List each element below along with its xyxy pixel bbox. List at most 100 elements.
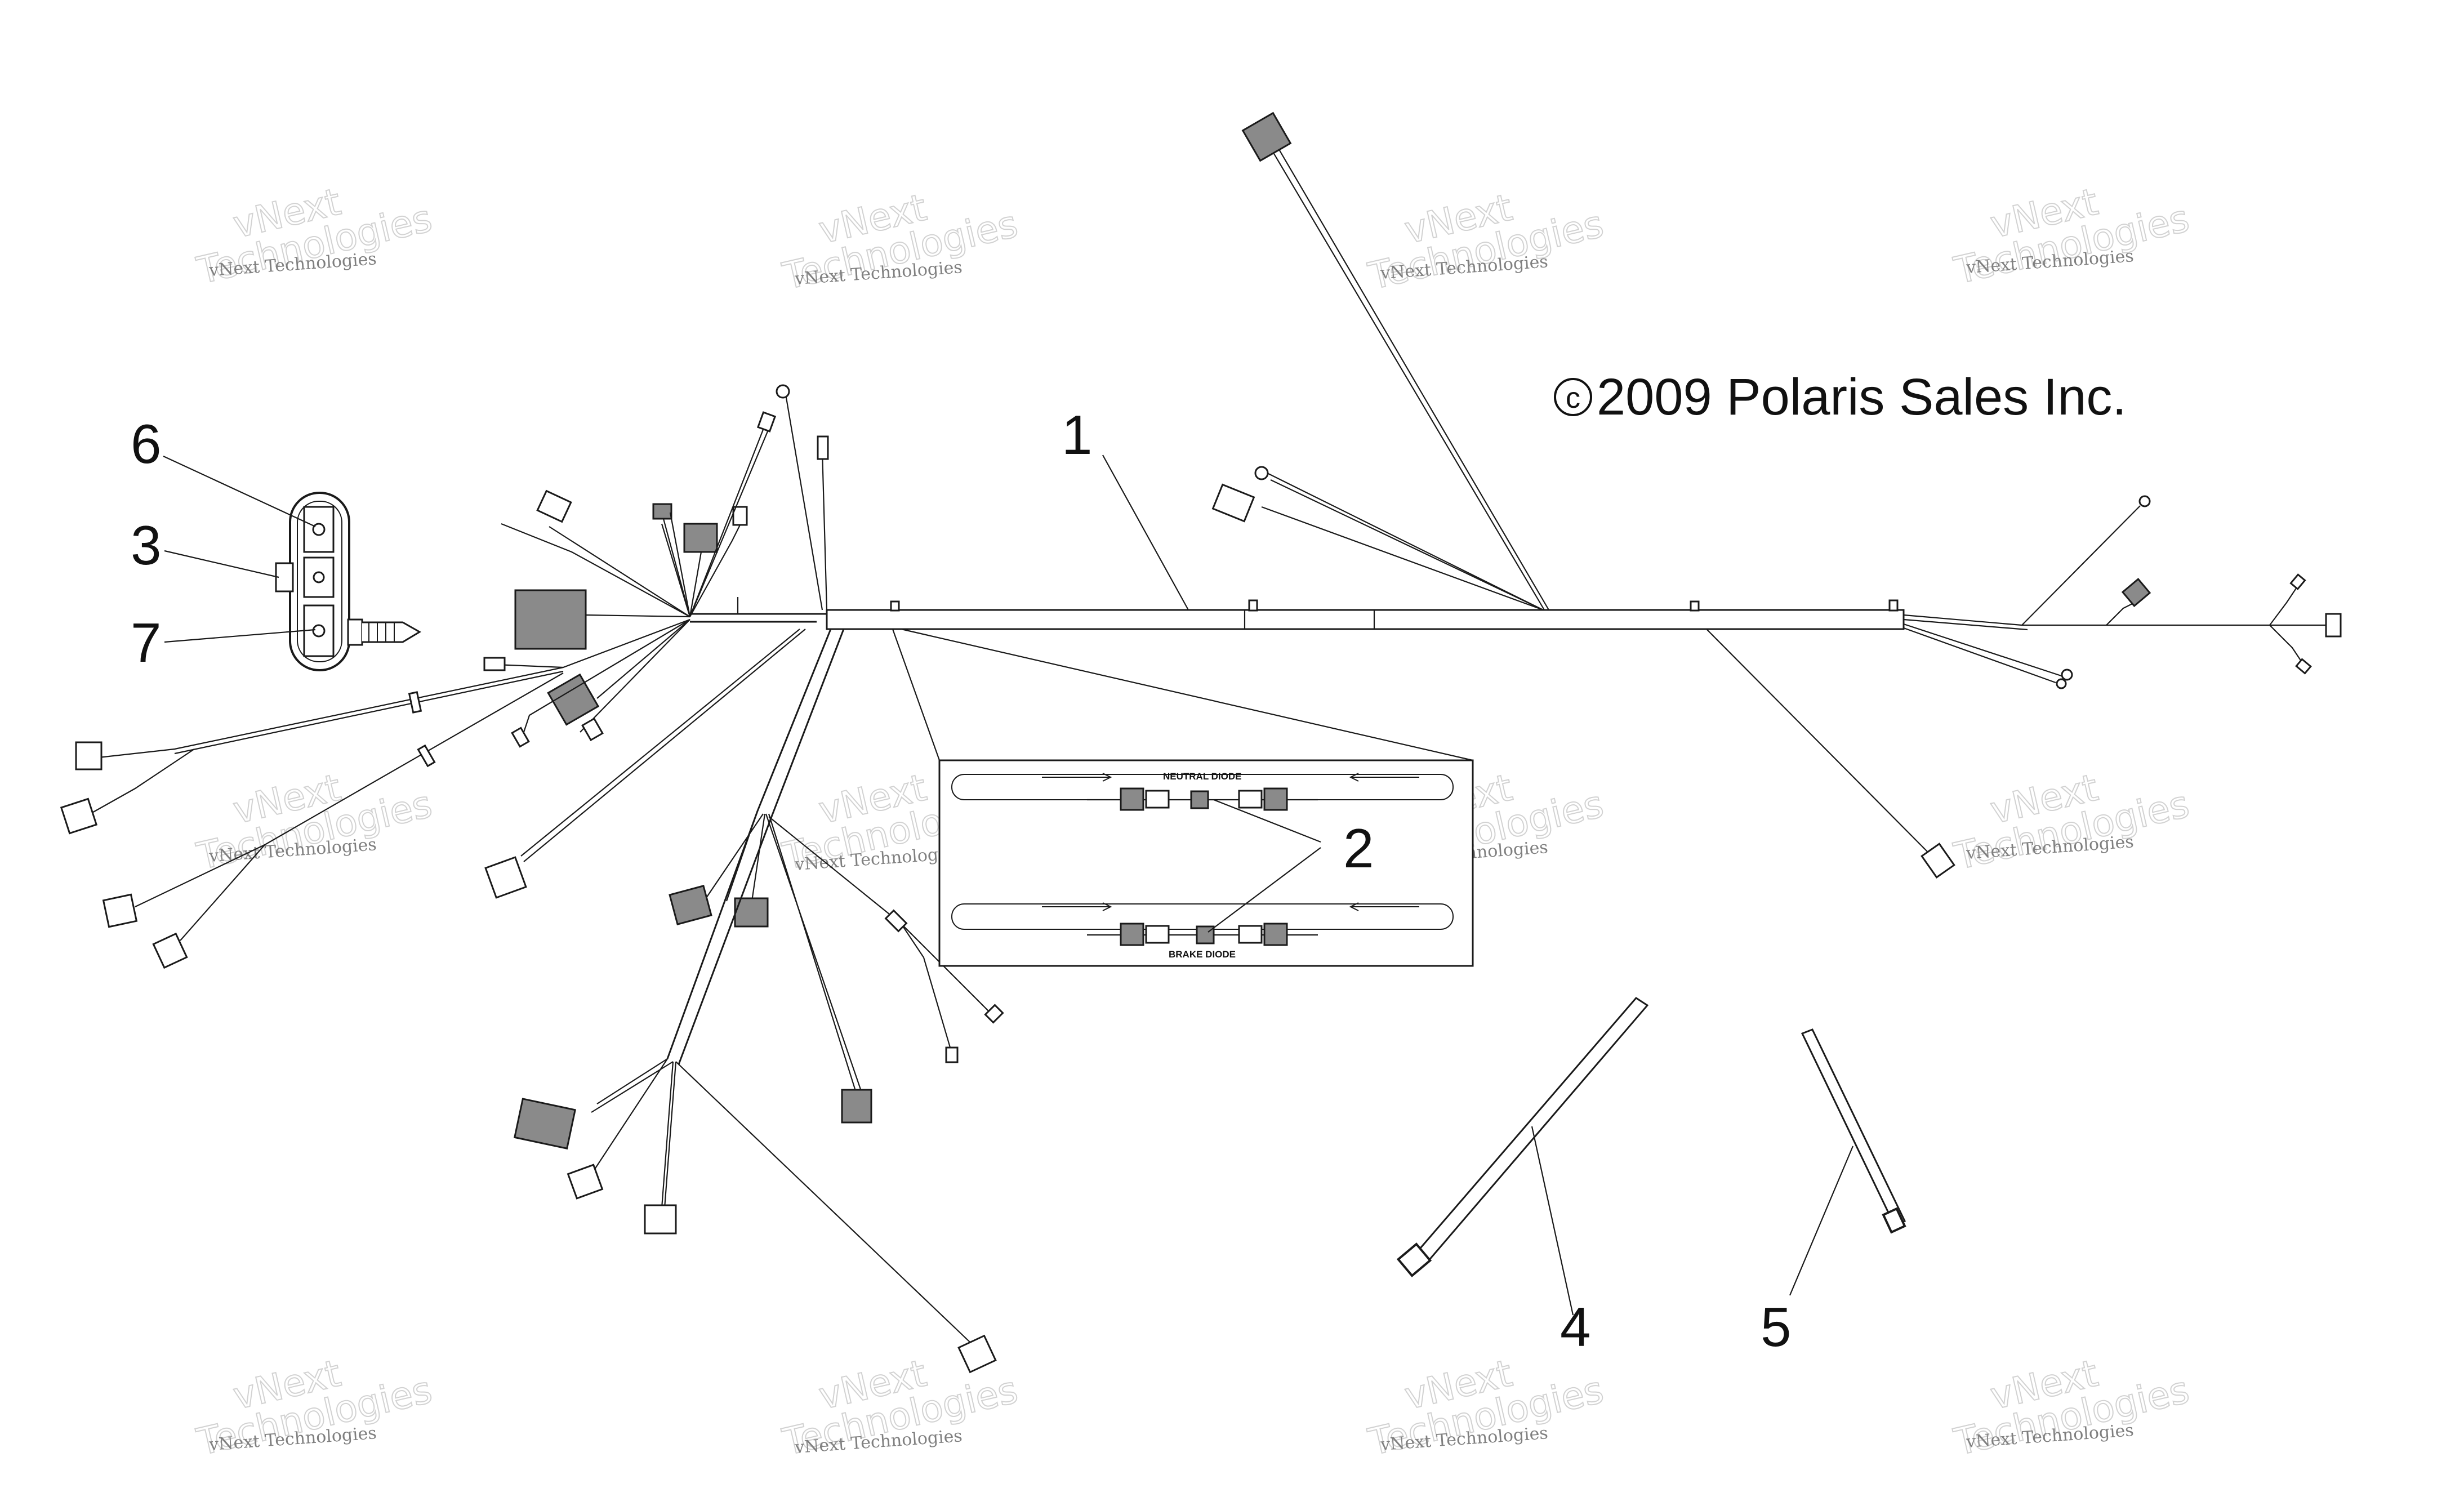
connector bbox=[152, 932, 188, 969]
left-wire bbox=[174, 670, 564, 755]
callout-5-leader bbox=[1789, 1146, 1854, 1296]
lower-wire bbox=[768, 813, 857, 1093]
callout-7: 7 bbox=[131, 612, 162, 674]
terminal bbox=[817, 435, 829, 460]
brake-diode-label: BRAKE DIODE bbox=[1169, 949, 1236, 960]
connector bbox=[644, 1204, 677, 1235]
left-wire bbox=[689, 424, 772, 617]
copyright-text: 2009 Polaris Sales Inc. bbox=[1597, 368, 2127, 426]
terminal bbox=[2295, 658, 2312, 675]
left-wire bbox=[689, 523, 741, 617]
cable-tie-strap bbox=[1801, 1028, 1906, 1227]
lower-wire bbox=[591, 1058, 668, 1175]
callout-7-leader bbox=[164, 629, 316, 643]
left-wire bbox=[520, 629, 800, 857]
switch-middle bbox=[303, 556, 335, 598]
connector bbox=[567, 1164, 604, 1200]
left-wire bbox=[549, 526, 690, 617]
diode-connector bbox=[1263, 787, 1288, 811]
arrow-left-icon bbox=[1349, 902, 1419, 911]
terminal bbox=[511, 727, 530, 748]
switch-indicator bbox=[312, 624, 326, 638]
terminal bbox=[945, 1046, 959, 1063]
left-wire bbox=[135, 844, 265, 907]
ring-terminal bbox=[2138, 495, 2151, 507]
connector bbox=[841, 1089, 872, 1124]
callout-2: 2 bbox=[1343, 817, 1374, 879]
upper-wire bbox=[1268, 144, 1545, 611]
terminal bbox=[483, 657, 506, 671]
upper-wire bbox=[1267, 473, 1544, 611]
switch-assembly bbox=[163, 456, 421, 671]
diode bbox=[1190, 790, 1209, 809]
diode-connector bbox=[1263, 923, 1288, 946]
arrow-right-icon bbox=[1042, 773, 1112, 782]
connector bbox=[683, 523, 718, 553]
upper-wire bbox=[1261, 506, 1544, 611]
switch-indicator bbox=[313, 571, 325, 583]
terminal bbox=[984, 1004, 1004, 1024]
connector bbox=[669, 885, 712, 925]
left-wire bbox=[501, 523, 690, 617]
right-branches bbox=[1706, 495, 2342, 879]
diode-connector bbox=[1238, 925, 1263, 944]
right-wire bbox=[2269, 625, 2304, 665]
cable-tie bbox=[884, 909, 908, 933]
lower-trunk bbox=[770, 629, 845, 817]
lower-wire bbox=[596, 1058, 668, 1104]
lower-trunk bbox=[666, 810, 759, 1059]
clip bbox=[1888, 599, 1899, 612]
left-wire bbox=[596, 619, 690, 699]
watermark: Technologies vNext bbox=[1950, 180, 2194, 293]
diode-connector bbox=[1120, 923, 1144, 946]
lower-wire bbox=[923, 957, 953, 1054]
callout-6: 6 bbox=[131, 413, 162, 475]
callout-1: 1 bbox=[1062, 404, 1093, 466]
left-wire bbox=[689, 422, 767, 617]
left-wire bbox=[90, 748, 195, 814]
right-wire bbox=[2021, 505, 2141, 626]
lower-branches bbox=[513, 628, 1004, 1374]
main-harness bbox=[60, 112, 2342, 1374]
connector bbox=[2121, 578, 2151, 607]
upper-wire bbox=[1270, 479, 1544, 611]
terminal bbox=[581, 717, 604, 742]
left-wire bbox=[523, 629, 806, 862]
lower-wire bbox=[661, 1061, 674, 1209]
neutral-diode-label: NEUTRAL DIODE bbox=[1163, 771, 1241, 782]
connector bbox=[2325, 613, 2342, 638]
left-wire bbox=[785, 394, 823, 611]
callout-4: 4 bbox=[1560, 1296, 1591, 1358]
upper-wire bbox=[1273, 140, 1549, 611]
cable-tie bbox=[417, 744, 436, 768]
lower-wire bbox=[751, 813, 766, 902]
terminal bbox=[756, 411, 777, 433]
diode-inset: NEUTRAL DIODE BRAKE DIODE bbox=[892, 628, 1474, 967]
fastener-ribs bbox=[368, 622, 395, 642]
callouts: 1 2 3 4 5 6 7 bbox=[131, 404, 1792, 1358]
right-wire bbox=[2106, 602, 2135, 626]
cable-tie-strap bbox=[1412, 997, 1649, 1267]
clip bbox=[1248, 599, 1258, 612]
lower-wire bbox=[663, 1061, 677, 1209]
connector bbox=[484, 856, 527, 899]
block-connector bbox=[513, 1098, 577, 1149]
connector bbox=[957, 1334, 997, 1374]
diode-connector bbox=[1145, 925, 1170, 944]
fastener-shank bbox=[362, 621, 421, 643]
ring-terminal bbox=[2061, 669, 2073, 681]
right-wire bbox=[1903, 623, 2062, 677]
left-wire bbox=[580, 619, 690, 733]
upper-branches bbox=[1211, 112, 1549, 611]
switch-bezel-inner bbox=[297, 501, 342, 662]
connector bbox=[1921, 843, 1955, 879]
fastener-head bbox=[347, 618, 363, 646]
terminal bbox=[2289, 573, 2306, 590]
ring-terminal bbox=[776, 384, 790, 399]
left-wire bbox=[585, 614, 690, 618]
connector bbox=[1241, 112, 1292, 162]
cable-tie-head bbox=[1882, 1207, 1906, 1234]
ring-terminal bbox=[1254, 466, 1269, 480]
connector bbox=[536, 489, 572, 523]
